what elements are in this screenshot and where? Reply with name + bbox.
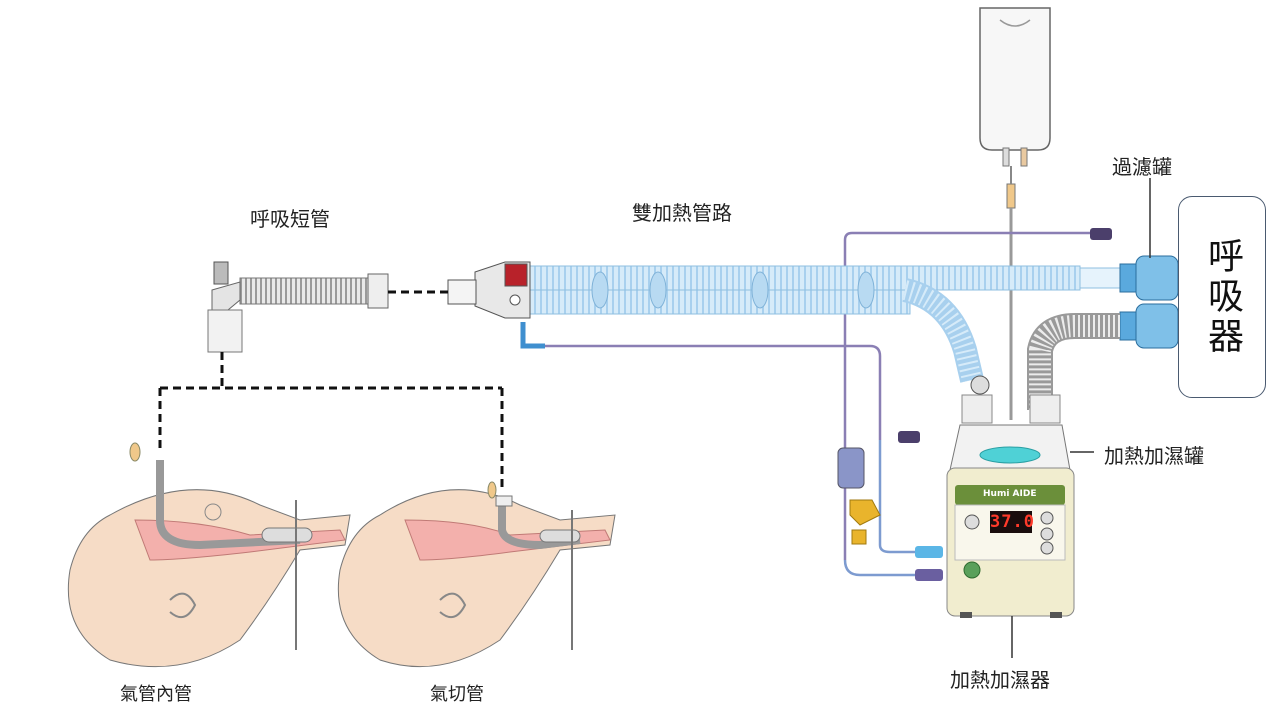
ventilator-box: 呼吸器 — [1178, 196, 1266, 398]
heated-humidifier — [946, 467, 1075, 618]
humidifier-chamber — [949, 375, 1071, 471]
heater-wires — [540, 231, 1100, 577]
label-dual-heated-circuit: 雙加熱管路 — [632, 201, 732, 225]
label-heated-humidifier: 加熱加濕器 — [950, 668, 1050, 692]
label-endotracheal-tube: 氣管內管 — [120, 684, 192, 705]
patient-endotracheal — [67, 442, 351, 668]
label-ventilator: 呼吸器 — [1202, 237, 1243, 357]
return-tube — [1029, 315, 1120, 410]
water-bag — [979, 7, 1051, 420]
wire-plug — [915, 569, 943, 581]
yellow-clip — [851, 529, 867, 545]
dual-heated-circuit — [447, 261, 1121, 383]
leader-lines — [1011, 178, 1151, 658]
temperature-display: 37.0 — [990, 511, 1035, 533]
label-breathing-short-tube: 呼吸短管 — [250, 207, 330, 231]
wire-plug — [1090, 228, 1112, 240]
patient-tracheostomy — [337, 481, 616, 668]
wire-plug — [898, 431, 920, 443]
probe-adapter — [837, 447, 865, 489]
yellow-clip — [849, 499, 881, 526]
label-humidifier-chamber: 加熱加濕罐 — [1104, 444, 1204, 468]
wire-plug — [915, 546, 943, 558]
label-filter-canister: 過濾罐 — [1112, 155, 1172, 179]
temp-probe-connector — [520, 322, 545, 349]
device-brand: Humi AIDE — [983, 489, 1037, 499]
breathing-short-tube — [207, 261, 389, 353]
dashed-connections — [158, 290, 504, 492]
filter-canister — [1119, 255, 1179, 349]
label-tracheostomy-tube: 氣切管 — [430, 684, 484, 705]
